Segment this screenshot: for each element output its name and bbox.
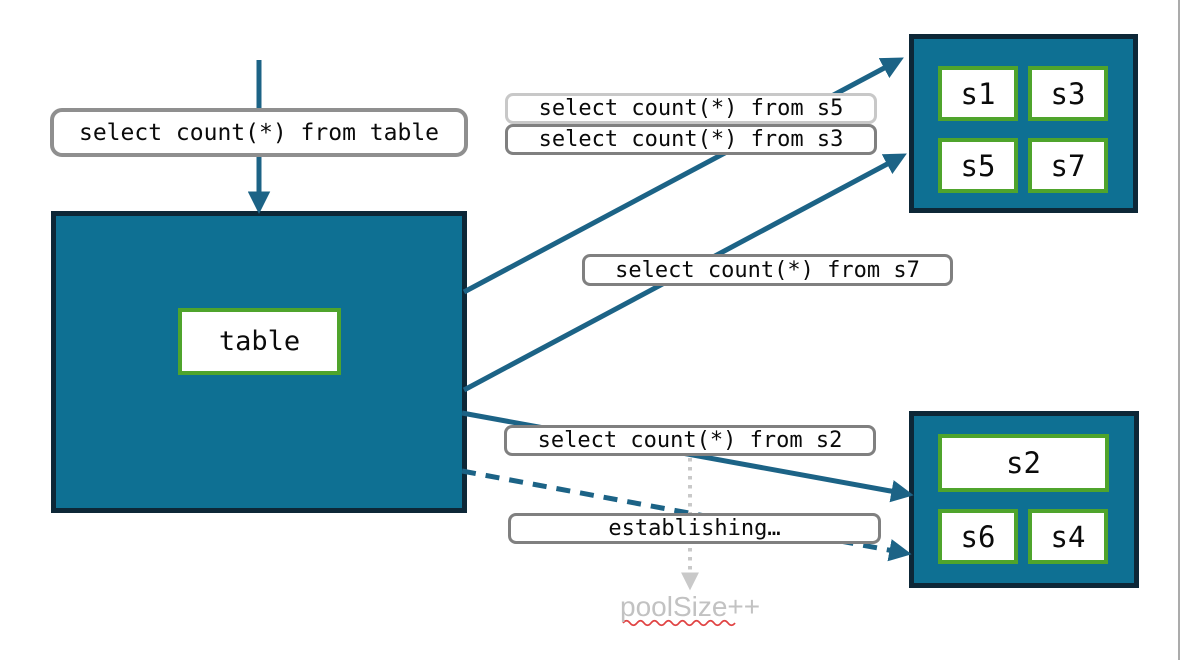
poolsize-label: poolSize++ — [620, 591, 780, 623]
shard-s1-label: s1 — [960, 76, 996, 111]
table-label: table — [218, 326, 301, 357]
shard-s4-label: s4 — [1050, 519, 1086, 554]
shard-s6-label: s6 — [960, 519, 996, 554]
shard-group-top: s1 s3 s5 s7 — [909, 34, 1138, 213]
shard-s1: s1 — [938, 66, 1018, 121]
shard-s3-label: s3 — [1050, 76, 1086, 111]
slide-edge-line — [1178, 0, 1180, 660]
query-label-from-s5: select count(*) from s5 — [505, 93, 877, 124]
shard-s5: s5 — [938, 138, 1018, 193]
query-label-from-s3: select count(*) from s3 — [505, 124, 877, 155]
shard-s6: s6 — [938, 509, 1018, 564]
poolsize-text: poolSize++ — [620, 591, 761, 622]
query-text-from-s3: select count(*) from s3 — [538, 127, 844, 152]
query-label-from-s7: select count(*) from s7 — [582, 254, 953, 286]
table-chip: table — [178, 308, 341, 375]
shard-s4: s4 — [1028, 509, 1108, 564]
table-box: table — [51, 211, 467, 513]
query-text-from-s7: select count(*) from s7 — [615, 257, 920, 283]
shard-s2-label: s2 — [1006, 446, 1041, 480]
query-text-from-s5: select count(*) from s5 — [538, 96, 844, 121]
shard-s2: s2 — [938, 434, 1109, 492]
query-label-from-table: select count(*) from table — [50, 108, 468, 157]
query-text-from-s2: select count(*) from s2 — [537, 428, 843, 453]
shard-s5-label: s5 — [960, 148, 996, 183]
query-label-from-s2: select count(*) from s2 — [504, 425, 876, 456]
shard-s7: s7 — [1028, 138, 1108, 193]
shard-group-bottom: s2 s6 s4 — [909, 411, 1139, 588]
establishing-text: establishing… — [608, 516, 781, 541]
shard-s3: s3 — [1028, 66, 1108, 121]
shard-s7-label: s7 — [1050, 148, 1086, 183]
establishing-label: establishing… — [508, 513, 881, 544]
query-text-from-table: select count(*) from table — [78, 119, 440, 146]
